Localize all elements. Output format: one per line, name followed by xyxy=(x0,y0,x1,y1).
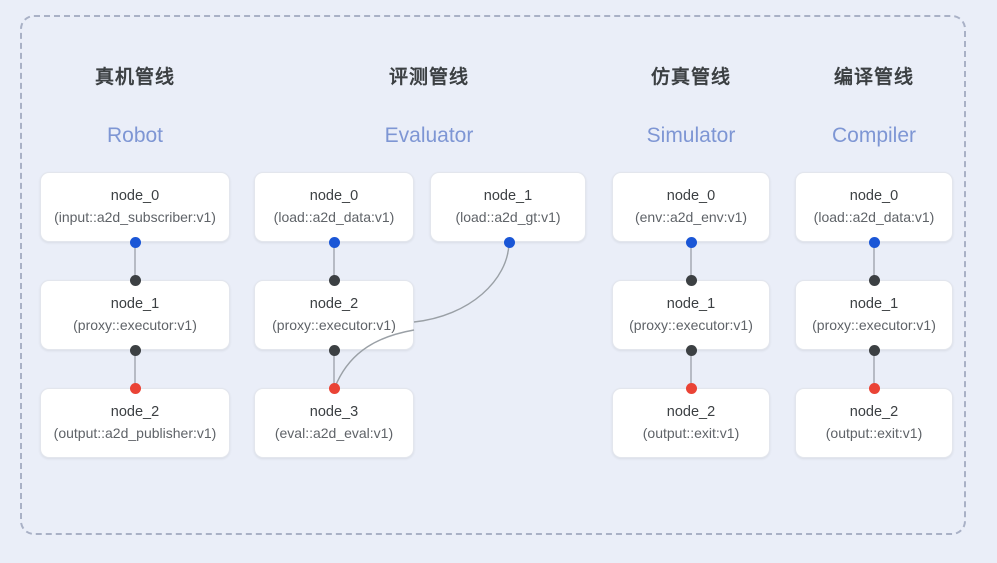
edge-link xyxy=(333,242,335,280)
column-subtitle-simulator: Simulator xyxy=(646,124,736,147)
node-name: node_1 xyxy=(666,295,716,312)
node-port-output[interactable] xyxy=(328,236,340,248)
edge-link xyxy=(134,350,136,388)
node-spec: (load::a2d_data:v1) xyxy=(273,209,395,226)
node-box[interactable]: node_0 (env::a2d_env:v1) xyxy=(612,172,770,242)
column-subtitle-compiler: Compiler xyxy=(831,124,917,147)
node-name: node_1 xyxy=(483,187,533,204)
node-box[interactable]: node_2 (output::exit:v1) xyxy=(795,388,953,458)
node-spec: (load::a2d_data:v1) xyxy=(813,209,935,226)
node-box[interactable]: node_0 (input::a2d_subscriber:v1) xyxy=(40,172,230,242)
node-port-terminal[interactable] xyxy=(868,382,880,394)
node-name: node_2 xyxy=(309,295,359,312)
node-box[interactable]: node_0 (load::a2d_data:v1) xyxy=(254,172,414,242)
column-subtitle-robot: Robot xyxy=(106,124,164,147)
node-name: node_2 xyxy=(849,403,899,420)
node-name: node_0 xyxy=(309,187,359,204)
pipeline-frame xyxy=(20,15,966,535)
node-box[interactable]: node_2 (proxy::executor:v1) xyxy=(254,280,414,350)
node-port-output[interactable] xyxy=(868,236,880,248)
column-title-evaluator: 评测管线 xyxy=(388,67,469,88)
node-port-input[interactable] xyxy=(868,274,880,286)
node-port-output[interactable] xyxy=(129,344,141,356)
node-spec: (input::a2d_subscriber:v1) xyxy=(54,209,216,226)
node-spec: (proxy::executor:v1) xyxy=(629,317,753,334)
node-name: node_0 xyxy=(110,187,160,204)
node-name: node_2 xyxy=(110,403,160,420)
node-box[interactable]: node_1 (proxy::executor:v1) xyxy=(612,280,770,350)
node-port-output[interactable] xyxy=(685,236,697,248)
node-name: node_0 xyxy=(666,187,716,204)
column-title-compiler: 编译管线 xyxy=(833,67,914,88)
node-port-output-gt[interactable] xyxy=(503,236,515,248)
node-port-output[interactable] xyxy=(685,344,697,356)
node-box[interactable]: node_1 (proxy::executor:v1) xyxy=(795,280,953,350)
edge-link xyxy=(134,242,136,280)
node-spec: (output::exit:v1) xyxy=(642,425,740,442)
node-box[interactable]: node_2 (output::exit:v1) xyxy=(612,388,770,458)
node-port-output[interactable] xyxy=(868,344,880,356)
node-box[interactable]: node_2 (output::a2d_publisher:v1) xyxy=(40,388,230,458)
node-port-input[interactable] xyxy=(685,274,697,286)
column-subtitle-evaluator: Evaluator xyxy=(384,124,474,147)
edge-link xyxy=(873,350,875,388)
node-spec: (proxy::executor:v1) xyxy=(73,317,197,334)
node-spec: (proxy::executor:v1) xyxy=(272,317,396,334)
node-name: node_1 xyxy=(849,295,899,312)
node-spec: (output::exit:v1) xyxy=(825,425,923,442)
edge-link xyxy=(333,350,335,388)
node-name: node_3 xyxy=(309,403,359,420)
node-name: node_0 xyxy=(849,187,899,204)
node-port-terminal[interactable] xyxy=(129,382,141,394)
node-port-terminal[interactable] xyxy=(685,382,697,394)
node-port-input[interactable] xyxy=(328,274,340,286)
node-port-terminal[interactable] xyxy=(328,382,340,394)
column-title-simulator: 仿真管线 xyxy=(650,67,731,88)
node-name: node_2 xyxy=(666,403,716,420)
node-port-output[interactable] xyxy=(129,236,141,248)
edge-link xyxy=(873,242,875,280)
node-box[interactable]: node_3 (eval::a2d_eval:v1) xyxy=(254,388,414,458)
node-spec: (output::a2d_publisher:v1) xyxy=(53,425,217,442)
edge-link xyxy=(690,350,692,388)
node-spec: (env::a2d_env:v1) xyxy=(634,209,748,226)
node-box[interactable]: node_0 (load::a2d_data:v1) xyxy=(795,172,953,242)
node-box[interactable]: node_1 (load::a2d_gt:v1) xyxy=(430,172,586,242)
column-title-robot: 真机管线 xyxy=(94,67,175,88)
node-port-input[interactable] xyxy=(129,274,141,286)
node-spec: (proxy::executor:v1) xyxy=(812,317,936,334)
node-spec: (load::a2d_gt:v1) xyxy=(455,209,561,226)
node-port-output[interactable] xyxy=(328,344,340,356)
node-name: node_1 xyxy=(110,295,160,312)
node-box[interactable]: node_1 (proxy::executor:v1) xyxy=(40,280,230,350)
edge-link xyxy=(690,242,692,280)
node-spec: (eval::a2d_eval:v1) xyxy=(274,425,394,442)
